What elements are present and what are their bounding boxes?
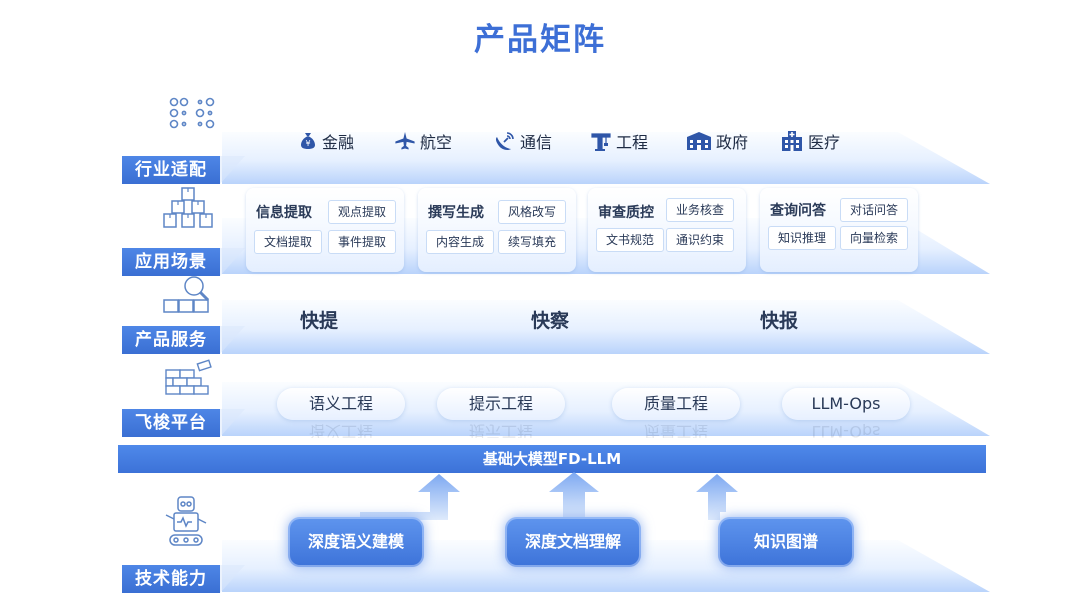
industry-label: 航空 [420,133,453,152]
industry-label: 医疗 [808,133,841,152]
scenario-title: 信息提取 [256,205,312,221]
industry-label: 金融 [322,133,355,152]
industry-item-aviation: 航空 [394,127,452,155]
base-model-bar: 基础大模型FD-LLM [118,445,986,473]
layer-icon-brick-wall [165,359,212,395]
scenario-chip[interactable]: 内容生成 [426,230,494,254]
scenario-chip[interactable]: 续写填充 [498,230,566,254]
industry-item-government: 政府 [686,127,748,155]
layer-label-scenario: 应用场景 [122,248,245,276]
satellite-dish-icon [495,132,514,150]
airplane-icon [395,132,415,150]
platform-item-semantic[interactable]: 语义工程 [277,388,405,420]
platform-item-reflection: 质量工程 [643,424,708,438]
layer-icon-search [163,276,210,313]
scenario-chip[interactable]: 文书规范 [596,228,664,252]
industry-label: 工程 [616,133,649,152]
svg-text:¥: ¥ [305,139,310,148]
service-layer-platform [222,300,990,354]
scenario-card-generation: 撰写生成 风格改写 内容生成 续写填充 [418,188,576,272]
scenario-chip[interactable]: 向量检索 [840,226,908,250]
scenario-card-review: 审查质控 业务核查 文书规范 通识约束 [588,188,746,272]
scenario-chip[interactable]: 风格改写 [498,200,566,224]
industry-item-healthcare: 医疗 [780,127,840,155]
scenario-title: 撰写生成 [428,205,484,221]
service-item-kuaiti[interactable]: 快提 [300,310,339,332]
scenario-chip[interactable]: 文档提取 [254,230,322,254]
scenario-chip[interactable]: 业务核查 [666,198,734,222]
industry-item-engineering: 工程 [590,127,648,155]
scenario-card-extraction: 信息提取 观点提取 文档提取 事件提取 [246,188,404,272]
robot-icon [165,496,207,546]
layer-icon-boxes [163,187,213,228]
scenario-chip[interactable]: 对话问答 [840,198,908,222]
tech-item-knowledge-graph[interactable]: 知识图谱 [718,517,854,567]
scenario-chip[interactable]: 知识推理 [768,226,836,250]
layer-icon-dots [169,97,215,129]
government-building-icon [687,132,711,150]
flow-arrows [360,472,738,520]
scenario-title: 查询问答 [770,203,826,219]
layer-label-industry: 行业适配 [122,156,245,184]
hospital-icon [782,131,802,151]
arrow-up-icon [696,474,738,520]
arrow-up-icon [549,472,599,518]
tech-item-document-understanding[interactable]: 深度文档理解 [505,517,641,567]
crane-icon [591,133,611,151]
platform-item-llmops[interactable]: LLM-Ops [782,388,910,420]
platform-item-quality[interactable]: 质量工程 [612,388,740,420]
scenario-card-qa: 查询问答 对话问答 知识推理 向量检索 [760,188,918,272]
scenario-chip[interactable]: 通识约束 [666,228,734,252]
layer-label-tech: 技术能力 [122,565,245,593]
industry-item-telecom: 通信 [494,127,552,155]
tech-item-semantic-modeling[interactable]: 深度语义建模 [288,517,424,567]
service-item-kuaicha[interactable]: 快察 [531,310,570,332]
platform-item-reflection: LLM-Ops [811,424,881,438]
platform-item-prompt[interactable]: 提示工程 [437,388,565,420]
industry-label: 政府 [716,133,749,152]
platform-item-reflection: 提示工程 [468,424,533,438]
industry-label: 通信 [520,133,553,152]
scenario-chip[interactable]: 观点提取 [328,200,396,224]
layer-label-platform: 飞梭平台 [122,409,245,437]
platform-item-reflection: 语义工程 [308,424,373,438]
scenario-title: 审查质控 [598,205,654,221]
money-bag-icon: ¥ [301,133,315,149]
industry-item-finance: ¥ 金融 [298,127,354,155]
service-item-kuaibao[interactable]: 快报 [760,310,799,332]
layer-label-service: 产品服务 [122,326,245,354]
page-title: 产品矩阵 [474,22,606,58]
arrow-up-icon [360,474,460,520]
scenario-chip[interactable]: 事件提取 [328,230,396,254]
